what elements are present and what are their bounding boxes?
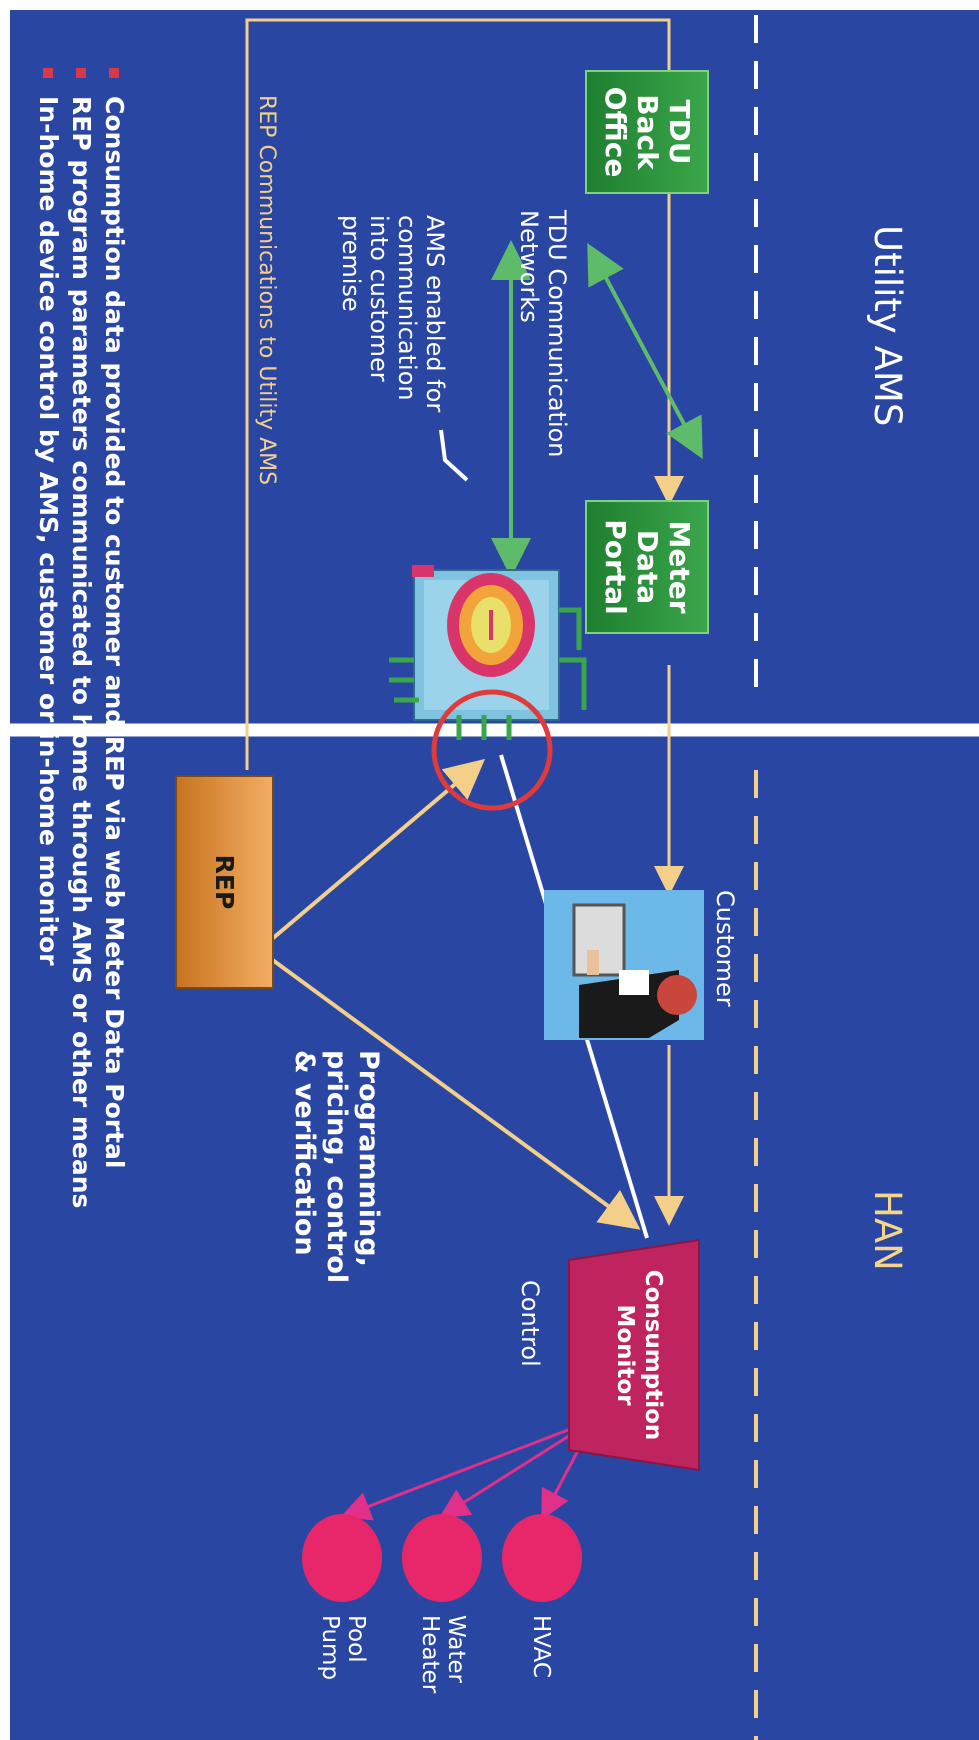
device-hvac (502, 1514, 582, 1602)
device-label-hvac: HVAC (528, 1615, 554, 1678)
ams-enabled-label: AMS enabled for communication into custo… (337, 215, 449, 413)
bullet-text: REP program parameters communicated to h… (67, 96, 96, 1209)
consumption-monitor-label: Consumption Monitor (612, 1269, 666, 1441)
checkmark-icon (439, 429, 469, 482)
tdu-networks-label: TDU Communication Networks (515, 210, 571, 458)
device-pool-pump (302, 1514, 382, 1602)
device-water-heater (402, 1514, 482, 1602)
backoffice-portal-arrow (587, 242, 703, 460)
device-label-pool-pump: Pool Pump (317, 1615, 369, 1681)
bullet-list: Consumption data provided to customer an… (32, 68, 131, 1208)
control-label: Control (516, 1280, 544, 1367)
highlight-circle (431, 689, 553, 811)
bullet-marker (109, 68, 120, 78)
device-label-water-heater: Water Heater (417, 1615, 469, 1694)
rep-box: REP (175, 775, 274, 989)
bullet-marker (43, 68, 54, 78)
bullet-text: Consumption data provided to customer an… (100, 96, 129, 1169)
bullet-item: Consumption data provided to customer an… (98, 68, 131, 1208)
bullet-marker (76, 68, 87, 78)
connector-layer (10, 15, 979, 1740)
diagram-canvas: Utility AMS HAN TDU Back Office Meter Da… (10, 10, 979, 1740)
tdu-back-office-box: TDU Back Office (585, 70, 709, 194)
programming-label: Programming, pricing, control & verifica… (289, 1050, 384, 1284)
customer-laptop-icon (544, 890, 704, 1040)
diagram-slide: Utility AMS HAN TDU Back Office Meter Da… (10, 10, 979, 1740)
han-title: HAN (866, 1190, 909, 1271)
bullet-text: In-home device control by AMS, customer … (34, 96, 63, 966)
control-arrow-pool (340, 1418, 595, 1521)
consumption-monitor-shape (568, 1238, 700, 1472)
meter-icon (389, 565, 587, 740)
meter-data-portal-box: Meter Data Portal (585, 500, 709, 634)
bullet-item: REP program parameters communicated to h… (65, 68, 98, 1208)
rep-to-meter-line (257, 758, 486, 952)
customer-label: Customer (711, 890, 739, 1007)
rep-comm-label: REP Communications to Utility AMS (254, 95, 279, 486)
bullet-item: In-home device control by AMS, customer … (32, 68, 65, 1208)
rep-to-monitor-line (257, 948, 641, 1230)
utility-ams-title: Utility AMS (866, 225, 909, 427)
